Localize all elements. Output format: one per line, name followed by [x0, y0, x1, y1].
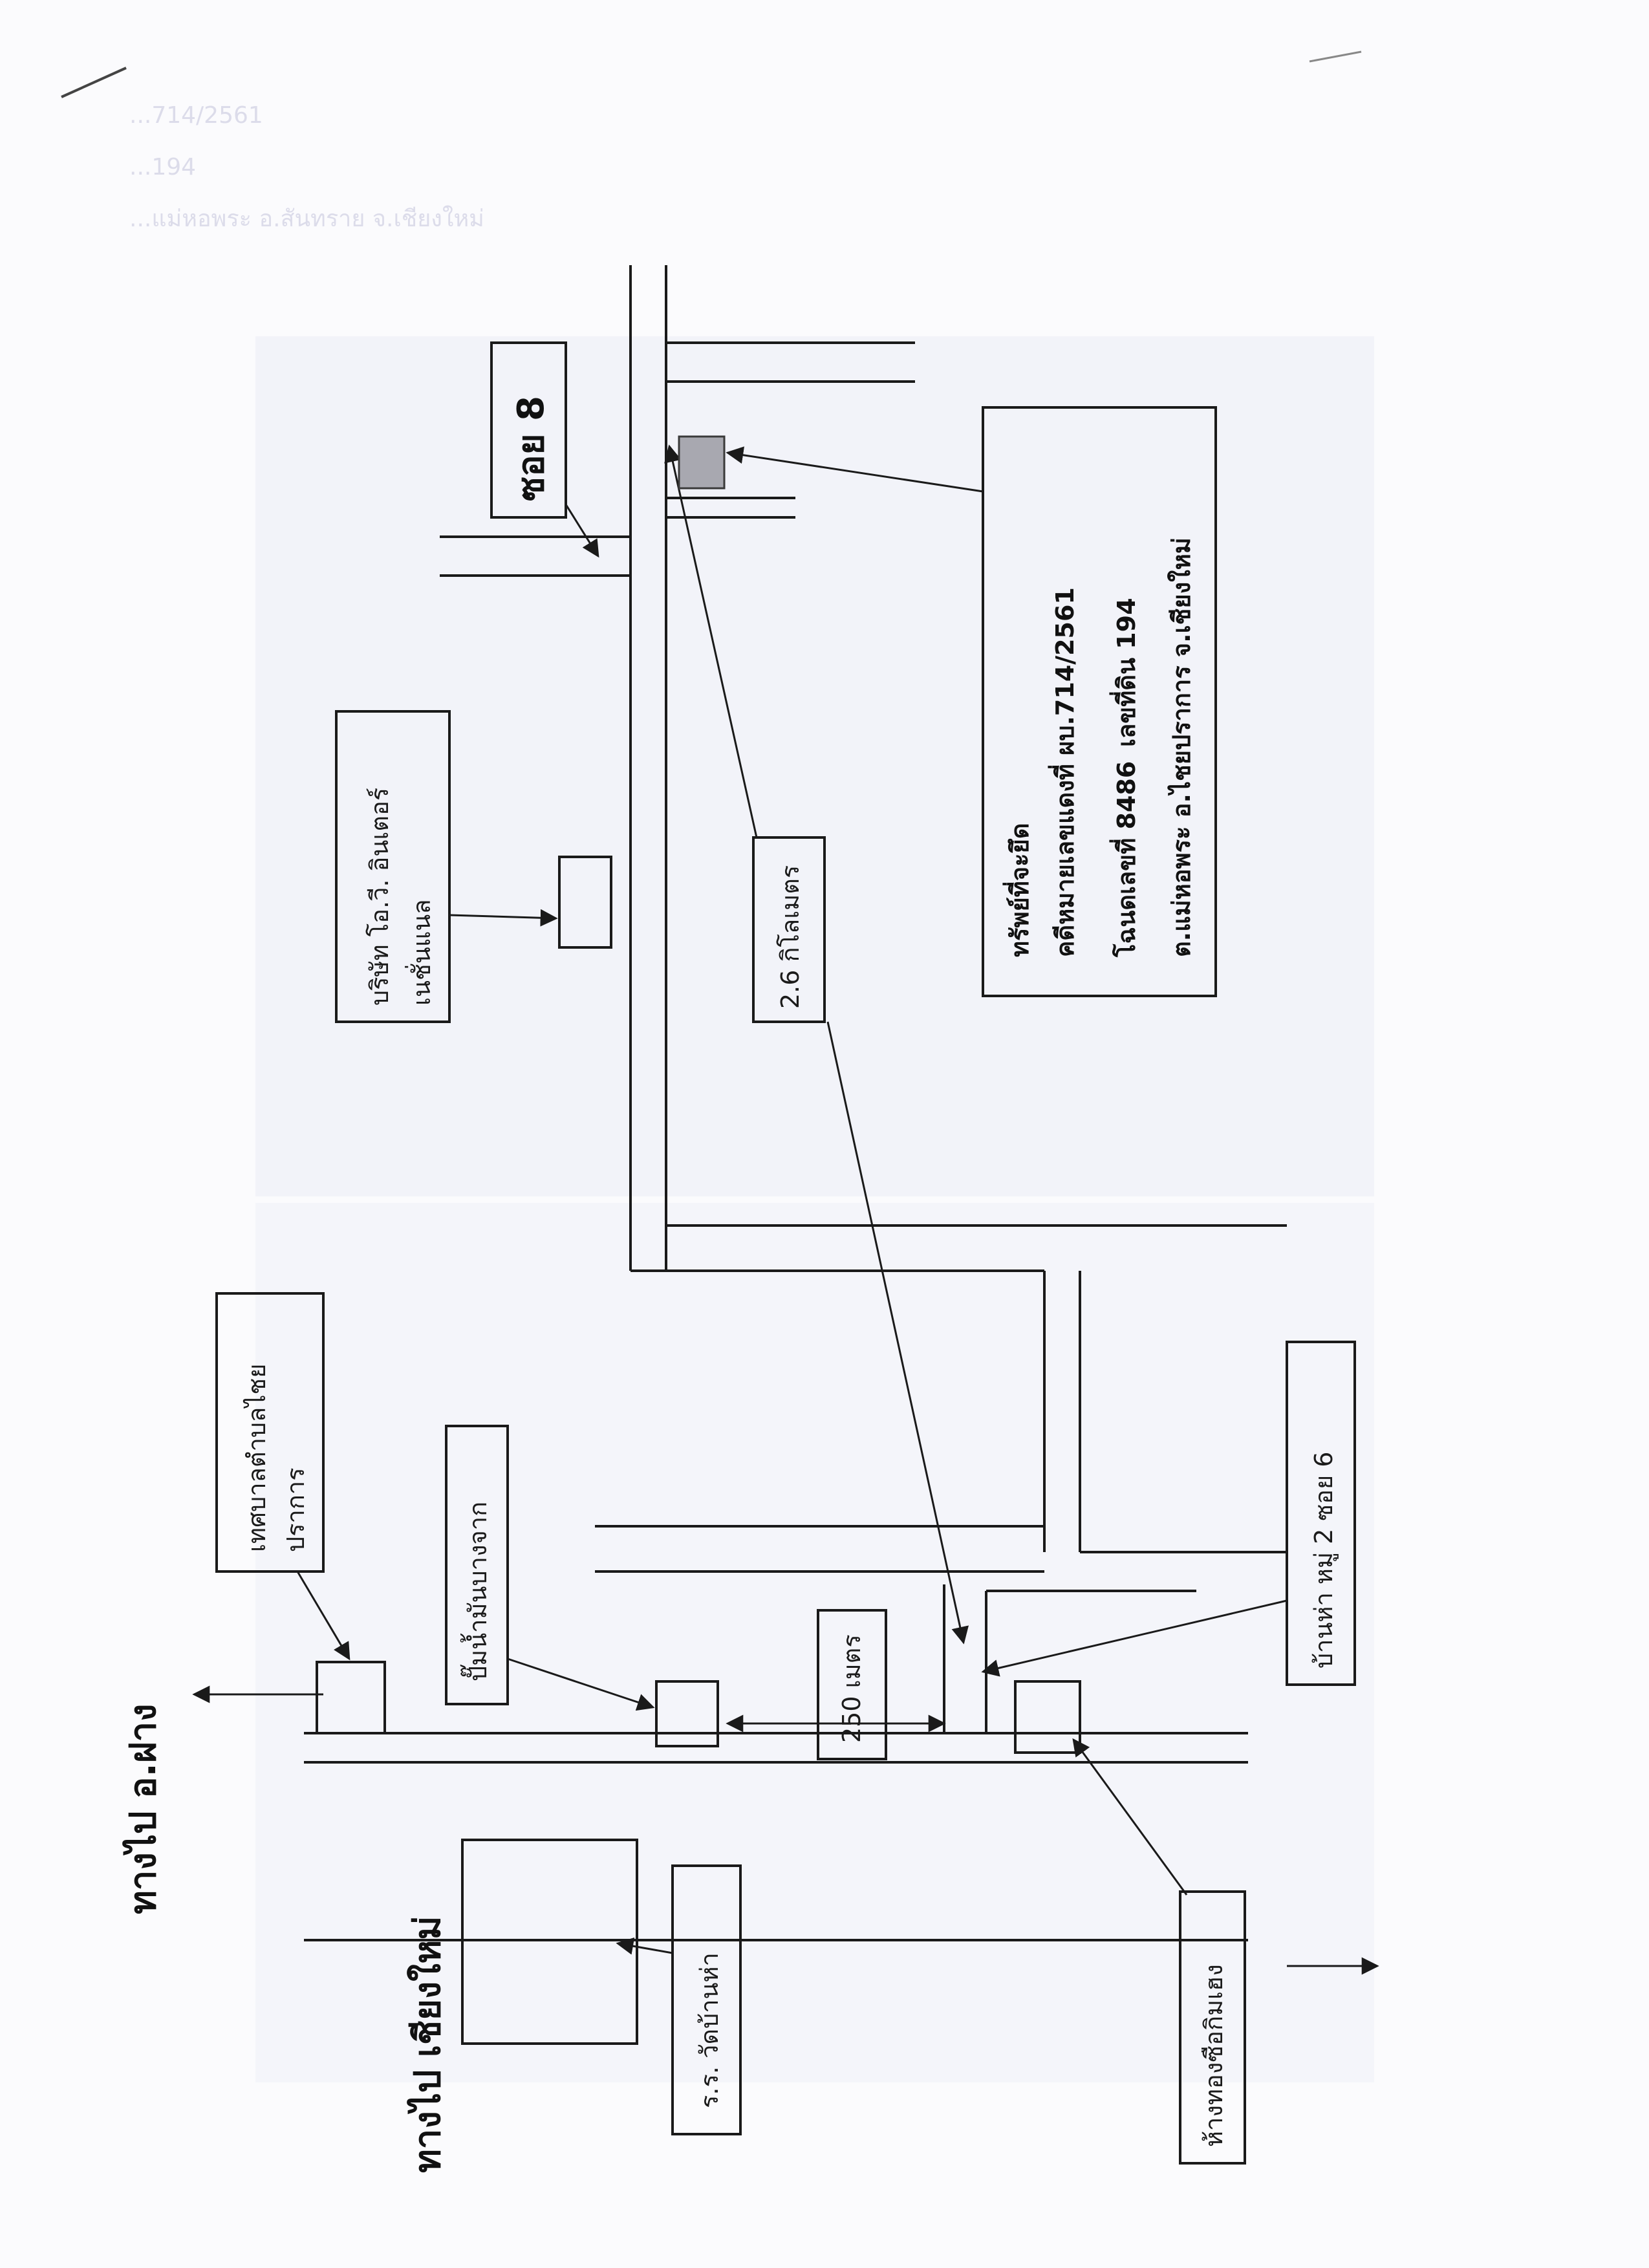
- label-municipality-1: เทศบาลตำบลไชย: [242, 1364, 271, 1553]
- header-faint-3: ...แม่หอพระ อ.สันทราย จ.เชียงใหม่: [129, 205, 484, 232]
- distance-short-box: [817, 1609, 887, 1760]
- arrow-property: [726, 446, 984, 493]
- header-faint-1: ...714/2561: [129, 102, 263, 129]
- watermark-area-lower: [255, 1203, 1374, 2082]
- distance-long-box: [752, 836, 826, 1023]
- label-company-1: บริษัท โอ.วี. อินเตอร์: [365, 788, 394, 1006]
- property-deed: โฉนดเลขที่ 8486: [1109, 761, 1141, 958]
- company-building: [558, 856, 612, 949]
- municipality-building: [316, 1661, 386, 1734]
- gas-station-building: [655, 1680, 719, 1747]
- label-soi8: ซอย 8: [510, 396, 552, 501]
- label-municipality-2: ปราการ: [281, 1467, 310, 1552]
- company-label-box: [335, 710, 451, 1023]
- arrow-company: [449, 909, 558, 927]
- gas-station-label-box: [445, 1425, 509, 1705]
- municipality-label-box: [215, 1292, 325, 1573]
- arrow-gas-station: [507, 1658, 655, 1711]
- label-gas-station: ปั๊มน้ำมันบางจาก: [460, 1502, 492, 1681]
- arrow-school: [616, 1937, 673, 1955]
- scan-mark: [61, 67, 127, 98]
- label-company-2: เนชั่นแนล: [405, 900, 436, 1006]
- arrow-2_6km-down: [826, 1021, 969, 1645]
- label-to-fang: ทางไป อ.ฝาง: [122, 1704, 164, 1914]
- label-distance-short: 250 เมตร: [837, 1634, 866, 1743]
- label-village: บ้านห่า หมู่ 2 ซอย 6: [1310, 1452, 1339, 1669]
- arrow-village: [981, 1599, 1288, 1677]
- label-distance-long: 2.6 กิโลเมตร: [776, 865, 804, 1009]
- property-case: คดีหมายเลขแดงที่ ผบ.714/2561: [1048, 587, 1079, 957]
- property-title: ทรัพย์ที่จะยึด: [1002, 823, 1034, 957]
- property-location: ต.แม่หอพระ อ.ไชยปราการ จ.เชียงใหม่: [1167, 537, 1196, 957]
- label-to-chiangmai: ทางไป เชียงใหม่: [406, 1916, 449, 2173]
- label-school: ร.ร. วัดบ้านห่า: [695, 1952, 724, 2108]
- scan-mark-right: [1309, 50, 1362, 63]
- watermark-area: [255, 336, 1374, 1196]
- village-label-box: [1286, 1341, 1356, 1686]
- property-land-no: เลขที่ดิน 194: [1109, 598, 1141, 747]
- arrow-2_6km-up: [664, 444, 758, 838]
- label-gold-shop: ห้างทองซือกิมเฮง: [1200, 1964, 1228, 2147]
- school-label-box: [671, 1864, 742, 2135]
- property-info-box: [982, 406, 1217, 997]
- school-building: [461, 1839, 638, 2045]
- gold-shop-building: [1014, 1680, 1081, 1754]
- target-property-parcel: [678, 435, 726, 490]
- header-faint-2: ...194: [129, 154, 196, 180]
- gold-shop-label-box: [1179, 1890, 1246, 2165]
- arrow-municipality: [296, 1571, 350, 1661]
- arrow-gold-shop: [1072, 1738, 1188, 1895]
- soi8-label-box: [490, 341, 567, 519]
- arrow-soi8: [565, 504, 599, 558]
